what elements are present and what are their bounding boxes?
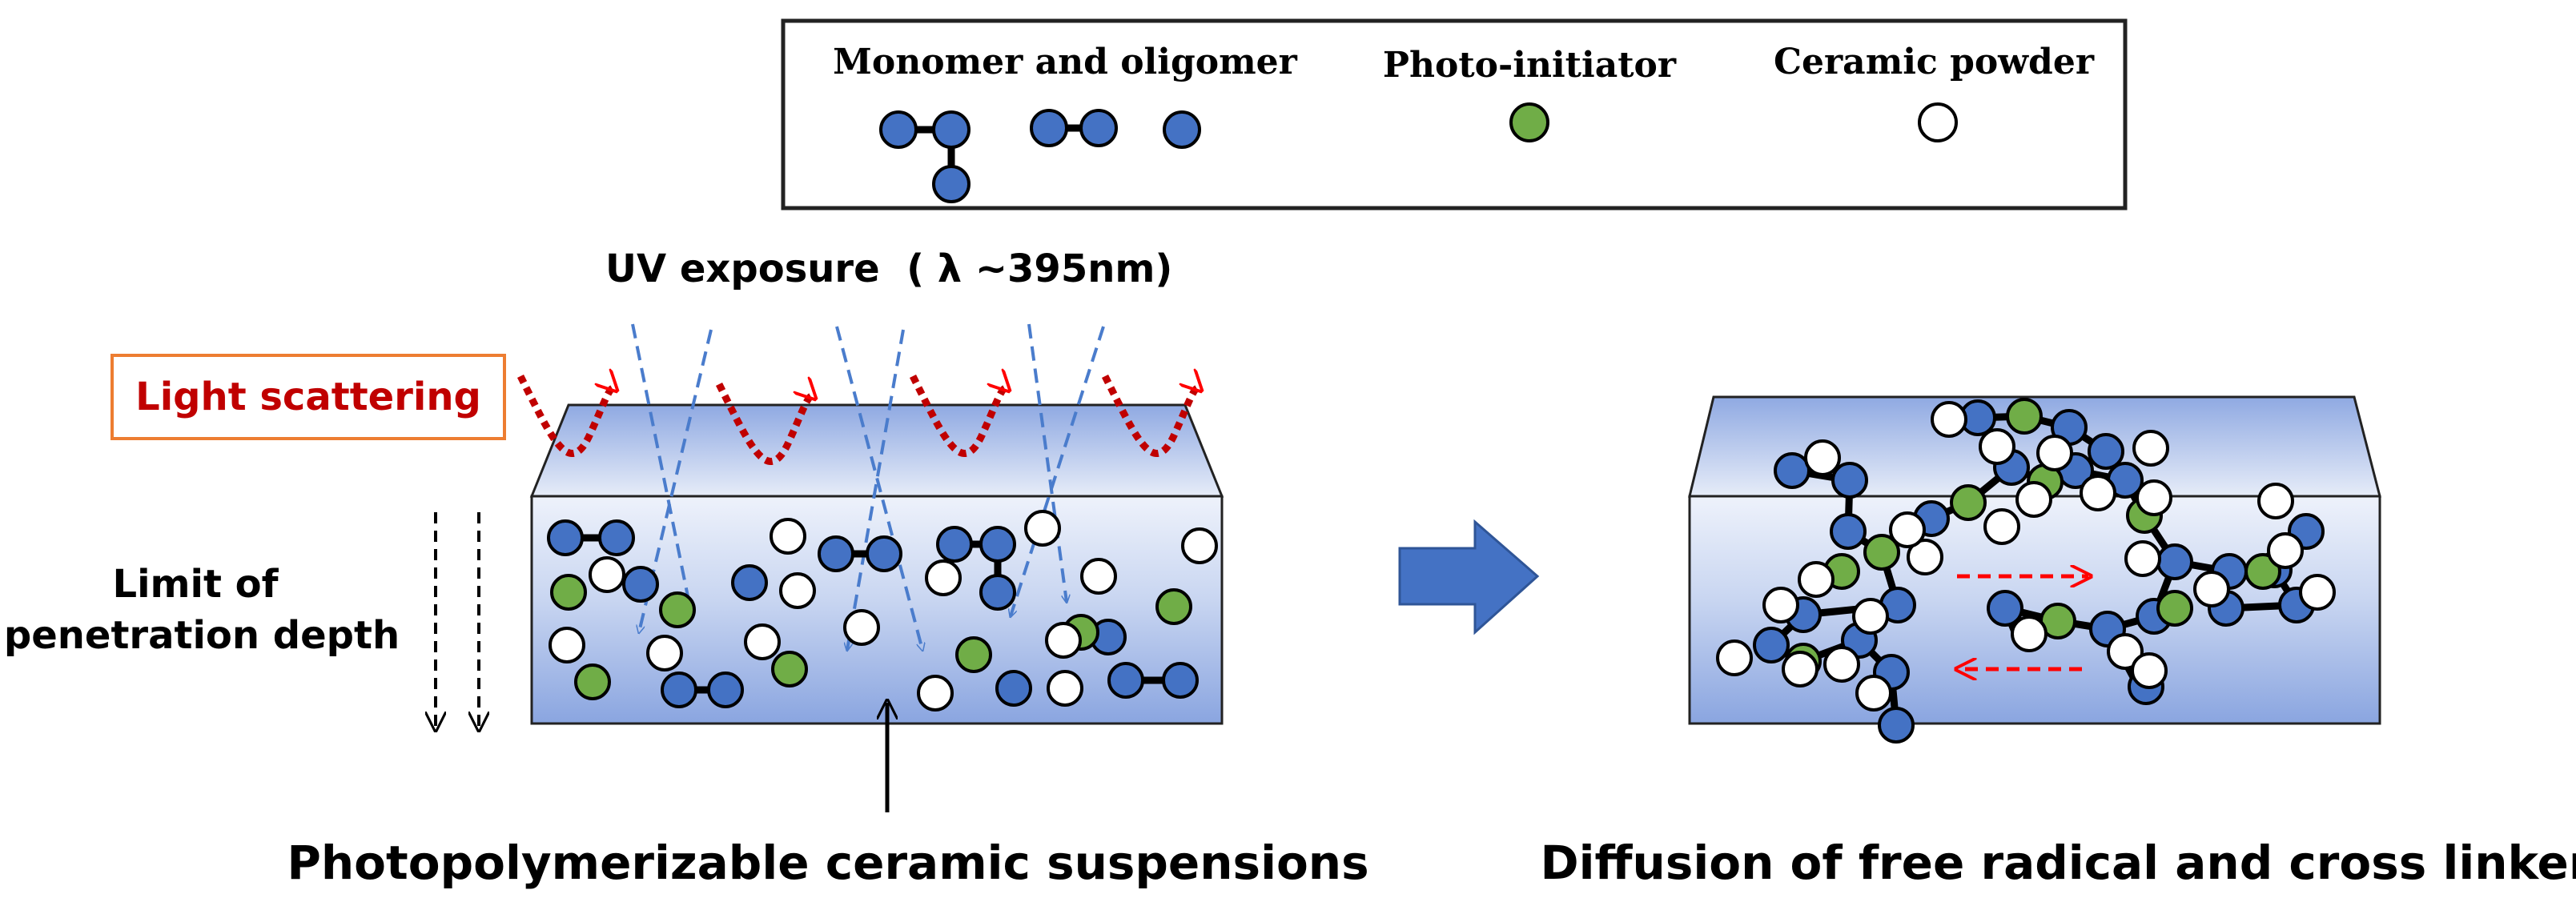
ceramic-particle bbox=[770, 518, 806, 555]
ceramic-particle bbox=[843, 609, 880, 646]
penetration-depth-label-line1: Limit of bbox=[112, 562, 279, 607]
ceramic-particle bbox=[1823, 646, 1860, 683]
ceramic-particle bbox=[589, 556, 625, 593]
monomer-particle bbox=[1162, 662, 1199, 699]
ceramic-particle bbox=[2257, 483, 2294, 519]
ceramic-particle bbox=[1852, 598, 1889, 635]
ceramic-particle bbox=[1080, 558, 1117, 595]
ceramic-particle bbox=[1045, 622, 1082, 659]
suspension-box-left bbox=[529, 403, 1224, 725]
photoinitiator-particle bbox=[1863, 534, 1900, 571]
light-scattering-label: Light scattering bbox=[135, 375, 481, 419]
monomer-particle bbox=[598, 519, 635, 556]
monomer-particle bbox=[1987, 590, 2023, 627]
ceramic-particle bbox=[1983, 508, 2020, 545]
monomer-particle bbox=[979, 526, 1016, 563]
ceramic-particle bbox=[1855, 675, 1892, 712]
ceramic-particle bbox=[779, 572, 816, 609]
ceramic-particle bbox=[1889, 511, 1926, 548]
photoinitiator-particle bbox=[2156, 590, 2193, 627]
photoinitiator-particle bbox=[1950, 484, 1987, 521]
ceramic-particle bbox=[646, 635, 683, 671]
ceramic-particle bbox=[549, 627, 585, 663]
photoinitiator-particle bbox=[1155, 588, 1192, 625]
photoinitiator-particle bbox=[574, 663, 611, 700]
monomer-particle bbox=[1878, 707, 1915, 744]
monomer-particle bbox=[866, 535, 902, 572]
photoinitiator-particle bbox=[955, 636, 992, 673]
ceramic-particle bbox=[1047, 670, 1083, 707]
ceramic-particle bbox=[2011, 615, 2048, 652]
ceramic-particle bbox=[2136, 479, 2172, 516]
ceramic-particle bbox=[1798, 561, 1835, 598]
ceramic-particle bbox=[1782, 651, 1818, 688]
ceramic-particle bbox=[2193, 571, 2230, 607]
legend-photoinitiator-dot bbox=[1509, 102, 1549, 142]
ceramic-particle bbox=[1804, 439, 1841, 476]
ceramic-particle bbox=[1024, 510, 1061, 547]
monomer-particle bbox=[1830, 513, 1867, 550]
ceramic-particle bbox=[1979, 428, 2015, 465]
ceramic-particle bbox=[925, 559, 962, 596]
legend-box: Monomer and oligomer Photo-initiator Cer… bbox=[781, 18, 2128, 210]
light-scattering-label-box: Light scattering bbox=[111, 354, 506, 440]
legend-label-ceramic: Ceramic powder bbox=[1774, 42, 2095, 82]
photoinitiator-particle bbox=[550, 574, 587, 611]
caption-right: Diffusion of free radical and cross link… bbox=[1541, 836, 2576, 890]
monomer-particle bbox=[731, 564, 768, 601]
uv-exposure-label: UV exposure ( λ ~395nm) bbox=[605, 247, 1172, 291]
monomer-particle bbox=[818, 535, 854, 572]
monomer-particle bbox=[707, 671, 744, 708]
monomer-particle bbox=[995, 670, 1032, 707]
photoinitiator-particle bbox=[771, 651, 808, 688]
ceramic-particle bbox=[2124, 540, 2161, 577]
ceramic-particle bbox=[2107, 633, 2144, 670]
ceramic-particle bbox=[1931, 401, 1967, 438]
legend-monomer-branched bbox=[879, 110, 971, 203]
crosslinked-network-particles bbox=[1716, 398, 2336, 744]
ceramic-particle bbox=[2036, 435, 2073, 471]
ceramic-particle bbox=[2299, 574, 2336, 611]
monomer-particle bbox=[2156, 543, 2193, 580]
ceramic-particle bbox=[917, 675, 954, 712]
monomer-particle bbox=[1831, 462, 1868, 499]
ceramic-particle bbox=[2131, 652, 2168, 689]
legend-label-photoinitiator: Photo-initiator bbox=[1383, 45, 1677, 86]
monomer-particle bbox=[979, 574, 1016, 611]
ceramic-particle bbox=[2015, 481, 2052, 518]
photoinitiator-particle bbox=[659, 591, 696, 628]
legend-monomer-single bbox=[1163, 110, 1201, 149]
ceramic-particle bbox=[2080, 475, 2116, 511]
legend-ceramic-dot bbox=[1918, 102, 1958, 142]
monomer-particle bbox=[936, 526, 973, 563]
left-box-particles bbox=[547, 510, 1218, 712]
ceramic-particle bbox=[1716, 639, 1753, 676]
ceramic-particle bbox=[1762, 587, 1799, 623]
monomer-particle bbox=[661, 671, 697, 708]
caption-left: Photopolymerizable ceramic suspensions bbox=[287, 836, 1368, 890]
photoinitiator-particle bbox=[2244, 553, 2281, 590]
ceramic-particle bbox=[1907, 539, 1943, 575]
monomer-particle bbox=[622, 566, 659, 603]
legend-monomer-dimer bbox=[1030, 109, 1118, 147]
monomer-particle bbox=[1753, 627, 1790, 663]
monomer-particle bbox=[1774, 452, 1810, 489]
photoinitiator-particle bbox=[2006, 398, 2043, 435]
process-arrow bbox=[1398, 519, 1540, 635]
ceramic-particle bbox=[2132, 430, 2169, 467]
monomer-particle bbox=[1107, 662, 1144, 699]
monomer-particle bbox=[2088, 433, 2124, 470]
ceramic-particle bbox=[2267, 532, 2304, 569]
legend-label-monomer: Monomer and oligomer bbox=[833, 42, 1297, 82]
ceramic-particle bbox=[744, 623, 781, 660]
penetration-depth-label-line2: penetration depth bbox=[4, 613, 400, 658]
monomer-particle bbox=[547, 519, 584, 556]
ceramic-particle bbox=[1181, 527, 1218, 564]
light-scattering-waves bbox=[516, 376, 1200, 465]
